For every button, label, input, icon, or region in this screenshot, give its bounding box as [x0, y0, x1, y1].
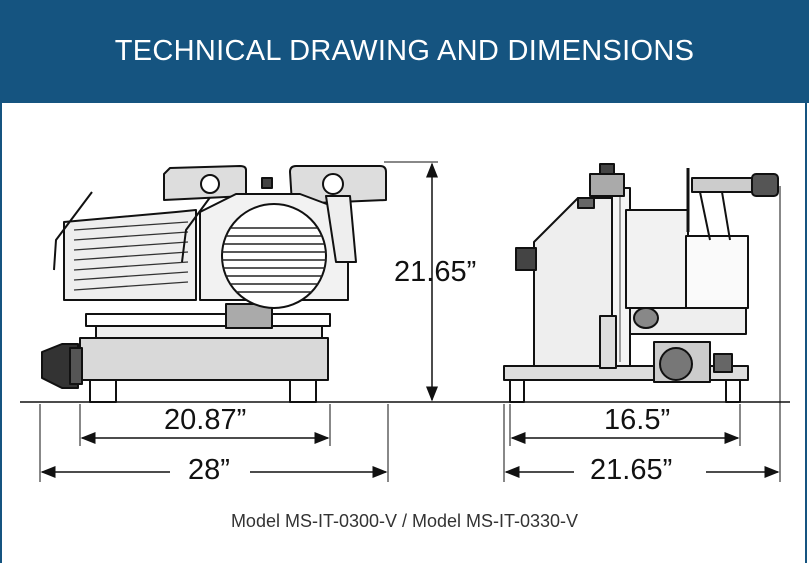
side-view-slicer — [503, 163, 779, 403]
header-bar: TECHNICAL DRAWING AND DIMENSIONS — [0, 0, 809, 103]
side-overall-depth-label: 21.65” — [590, 454, 673, 486]
front-base-width-label: 20.87” — [164, 404, 247, 436]
side-base-depth-label: 16.5” — [604, 404, 671, 436]
front-view-slicer — [41, 165, 387, 403]
page-title: TECHNICAL DRAWING AND DIMENSIONS — [114, 35, 695, 67]
model-caption: Model MS-IT-0300-V / Model MS-IT-0330-V — [230, 511, 579, 531]
front-overall-width-label: 28” — [188, 454, 230, 486]
height-label: 21.65” — [394, 256, 477, 288]
